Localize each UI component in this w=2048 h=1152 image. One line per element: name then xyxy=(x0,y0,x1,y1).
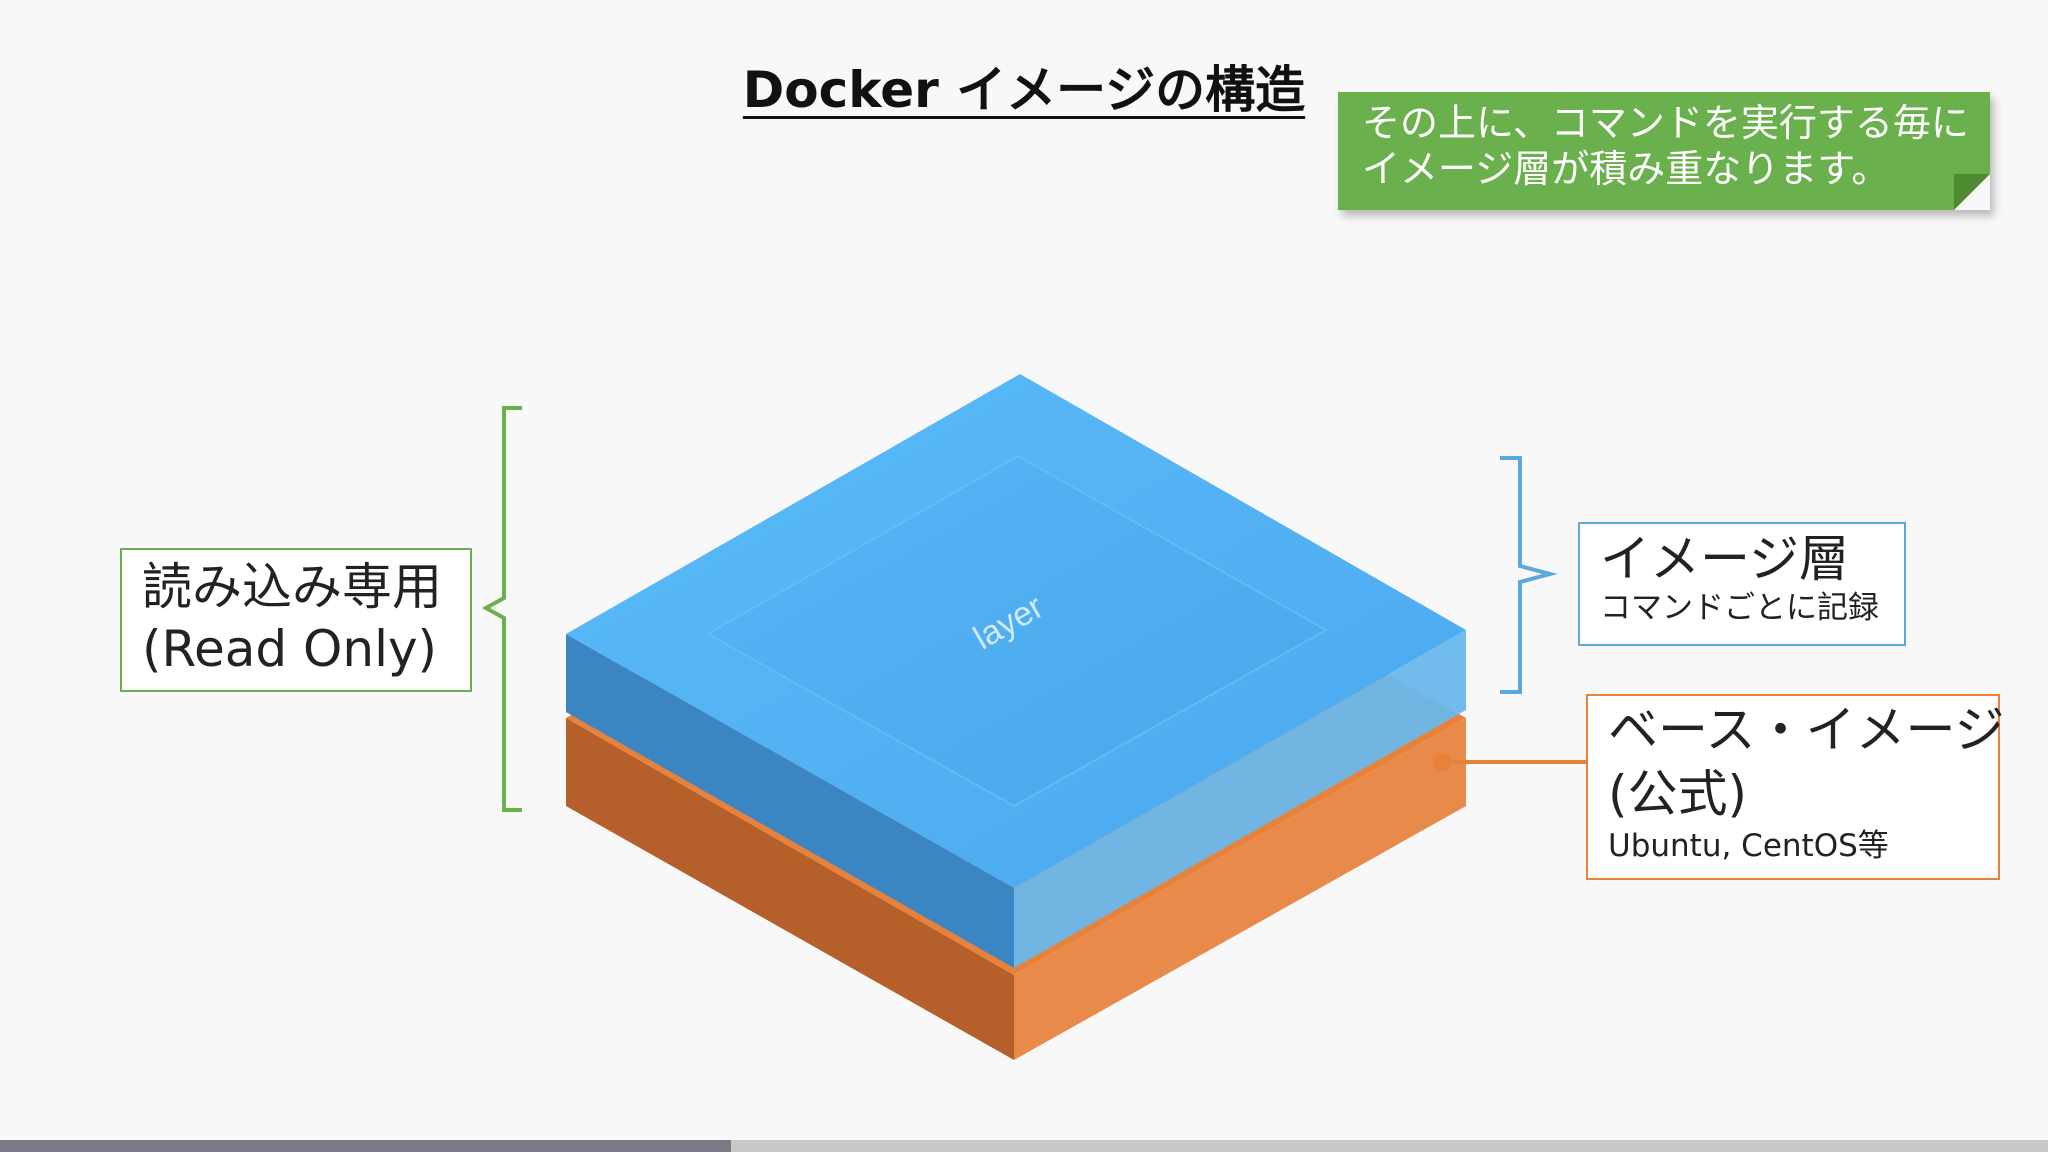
image-layer-bracket xyxy=(1500,456,1558,694)
read-only-label-en: (Read Only) xyxy=(142,620,438,678)
video-progress-fill xyxy=(0,1140,732,1152)
image-layer-label-box: イメージ層 コマンドごとに記録 xyxy=(1578,522,1906,646)
read-only-label-jp: 読み込み専用 xyxy=(142,558,442,616)
note-callout: その上に、コマンドを実行する毎に イメージ層が積み重なります。 xyxy=(1338,92,1990,210)
read-only-bracket xyxy=(481,406,522,812)
read-only-label-box: 読み込み専用 (Read Only) xyxy=(120,548,472,692)
note-line-2: イメージ層が積み重なります。 xyxy=(1362,147,1890,191)
base-image-label-box: ベース・イメージ (公式) Ubuntu, CentOS等 xyxy=(1586,694,2005,880)
base-image-label-title: ベース・イメージ xyxy=(1608,701,2005,759)
image-layer-right-face xyxy=(1014,630,1466,968)
image-layer-label-subtitle: コマンドごとに記録 xyxy=(1600,590,1879,626)
image-layer-label-title: イメージ層 xyxy=(1600,530,1849,588)
video-progress-bar[interactable] xyxy=(0,1140,2048,1152)
slide-title-text: Docker イメージの構造 xyxy=(742,61,1306,119)
note-line-1: その上に、コマンドを実行する毎に xyxy=(1362,101,1969,145)
base-layer-right-face xyxy=(1014,718,1466,1060)
base-layer-left-face xyxy=(566,718,1014,1060)
base-image-label-official: (公式) xyxy=(1608,765,1748,823)
slide-title: Docker イメージの構造 xyxy=(0,50,2048,122)
base-image-label-subtitle: Ubuntu, CentOS等 xyxy=(1608,828,1889,864)
image-layer-top-inset xyxy=(705,454,1329,808)
image-layer-left-face xyxy=(566,634,1014,968)
image-layer: layer xyxy=(566,374,1466,968)
